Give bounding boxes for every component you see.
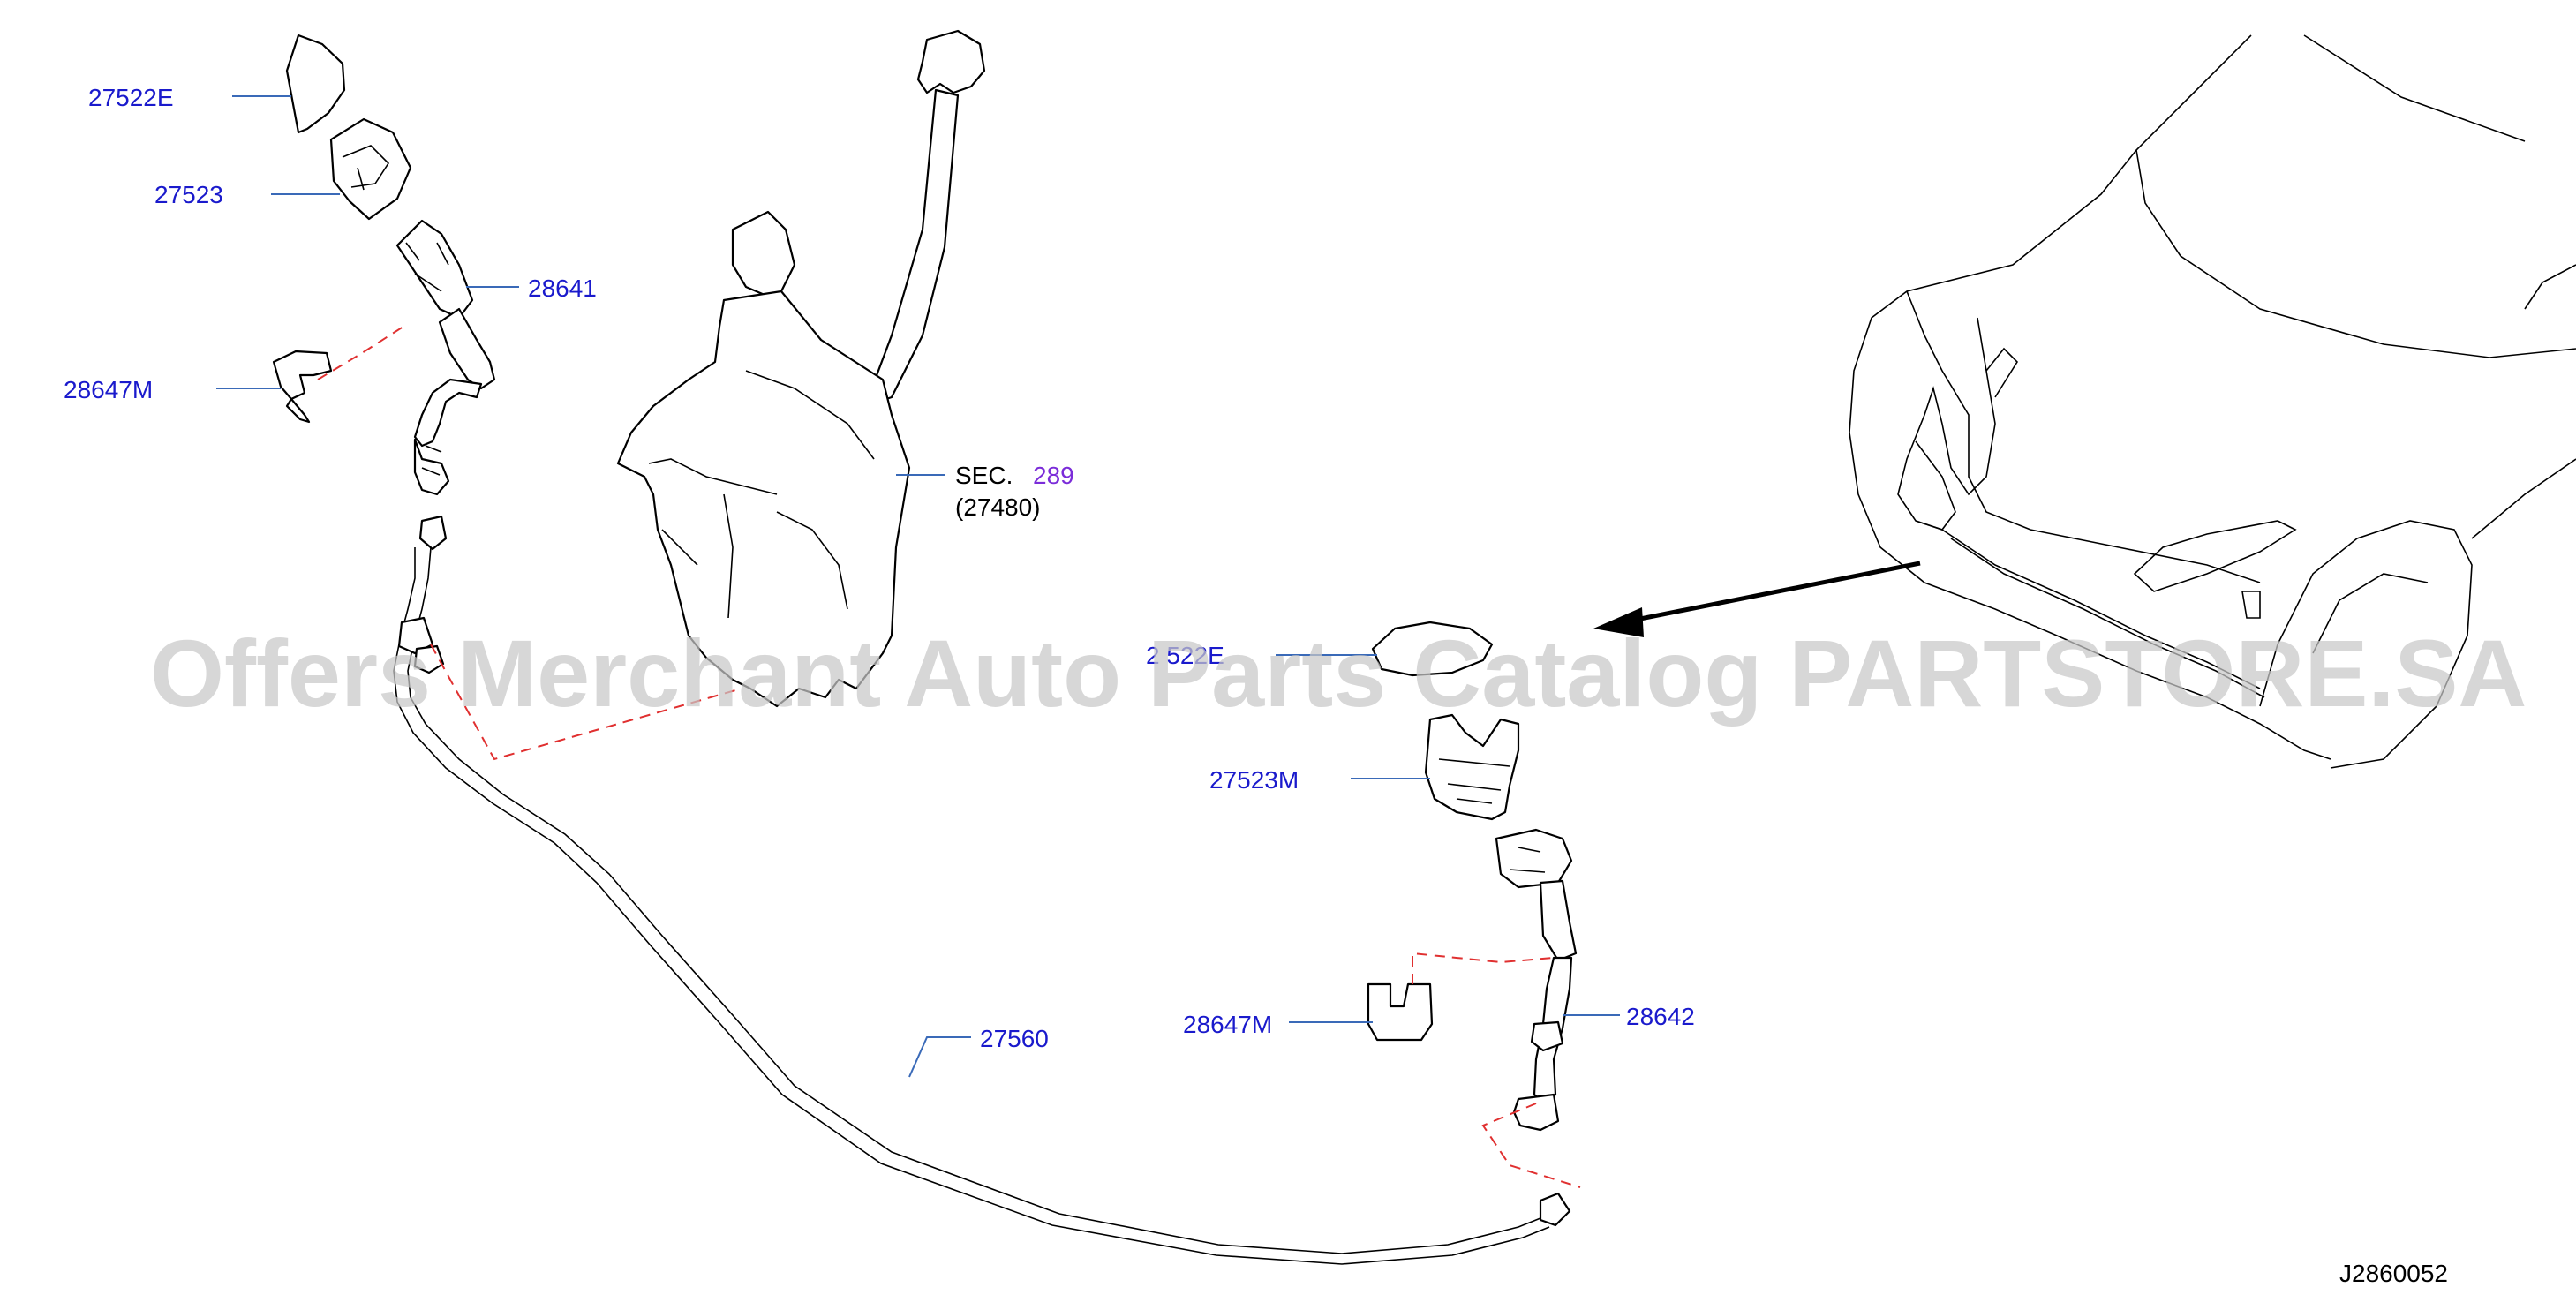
callout-27522e[interactable]: 27522E <box>88 84 174 111</box>
part-27523m-bracket[interactable] <box>1424 713 1520 821</box>
part-27523-bracket[interactable] <box>329 117 412 221</box>
callout-27560[interactable]: 27560 <box>980 1025 1049 1052</box>
callout-28647m-right[interactable]: 28647M <box>1183 1011 1272 1038</box>
part-27522e-cap[interactable] <box>285 34 346 134</box>
vehicle-outline <box>1849 34 2576 769</box>
callout-28647m-left[interactable]: 28647M <box>64 376 153 403</box>
sec-number-link[interactable]: 289 <box>1033 462 1074 489</box>
direction-arrow <box>1593 561 1921 637</box>
callout-27522e-right[interactable]: 2 522E <box>1146 642 1224 669</box>
callout-27523m[interactable]: 27523M <box>1209 766 1299 794</box>
part-27560-hose[interactable] <box>393 515 1571 1265</box>
part-28647m-clip-right[interactable] <box>1367 982 1434 1042</box>
callout-28641[interactable]: 28641 <box>528 275 597 302</box>
callout-27523[interactable]: 27523 <box>154 181 223 208</box>
leader-lines <box>216 95 1620 1078</box>
part-28642-nozzle[interactable] <box>1495 828 1578 1132</box>
sec-prefix: SEC. <box>955 462 1013 489</box>
assembly-guide-lines <box>317 324 1581 1188</box>
part-28647m-clip-left[interactable] <box>272 350 333 424</box>
watermark-text: Offers Merchant Auto Parts Catalog PARTS… <box>150 620 2527 727</box>
sec-sub-number: (27480) <box>955 493 1041 521</box>
washer-tank[interactable] <box>616 29 986 708</box>
part-28641-nozzle[interactable] <box>395 219 496 496</box>
callout-28642[interactable]: 28642 <box>1626 1003 1695 1030</box>
diagram-id: J2860052 <box>2339 1260 2448 1287</box>
part-27522e-cap-right[interactable] <box>1371 621 1494 677</box>
